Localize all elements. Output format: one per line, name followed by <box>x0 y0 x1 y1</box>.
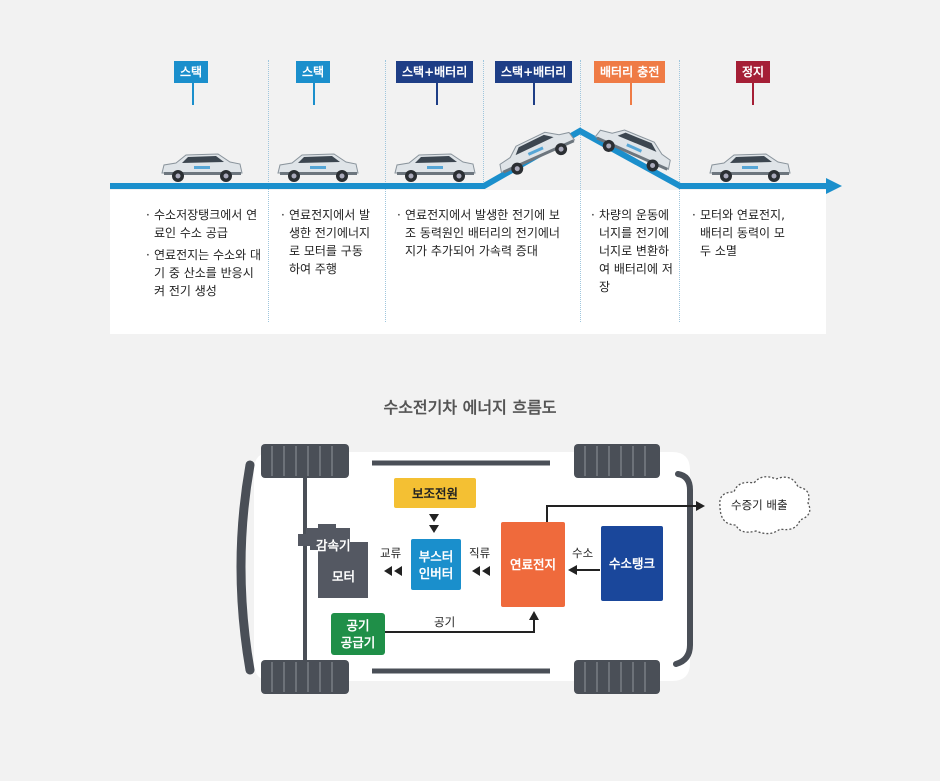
diagram-title: 수소전기차 에너지 흐름도 <box>383 398 557 417</box>
description-item: 연료전지에서 발생한 전기에너지로 모터를 구동하여 주행 <box>281 206 371 278</box>
stage-description: 연료전지에서 발생한 전기에너지로 모터를 구동하여 주행 <box>281 206 371 282</box>
stage-tag-stop: 정지 <box>736 61 771 83</box>
hydrogen-label: 수소 <box>572 546 594 560</box>
dc-label: 직류 <box>469 546 491 560</box>
hydrogen-tank-block: 수소탱크 <box>601 526 663 601</box>
column-divider <box>385 60 386 322</box>
stage-tag-stack-battery: 스택+배터리 <box>495 61 573 83</box>
tag-pointer <box>313 83 315 105</box>
description-item: 모터와 연료전지, 배터리 동력이 모두 소멸 <box>692 206 792 260</box>
air-label: 공기 <box>434 615 456 629</box>
stage-description: 모터와 연료전지, 배터리 동력이 모두 소멸 <box>692 206 792 264</box>
column-divider <box>679 60 680 322</box>
car-icon <box>594 129 671 172</box>
column-divider <box>483 60 484 182</box>
car-icon <box>499 131 576 175</box>
stage-description: 차량의 운동에너지를 전기에너지로 변환하여 배터리에 저장 <box>591 206 675 300</box>
exhaust-label: 수증기 배출 <box>731 498 788 512</box>
tag-pointer <box>752 83 754 105</box>
column-divider <box>268 60 269 322</box>
stage-tag-battery-charge: 배터리 충전 <box>594 61 666 83</box>
car-icon <box>161 153 243 182</box>
stage-tag-stack-battery: 스택+배터리 <box>396 61 474 83</box>
description-item: 연료전지는 수소와 대기 중 산소를 반응시켜 전기 생성 <box>146 246 262 300</box>
tag-pointer <box>436 83 438 105</box>
column-divider <box>580 60 581 322</box>
tag-pointer <box>192 83 194 105</box>
timeline-road <box>110 127 842 194</box>
stage-tag-stack: 스택 <box>174 61 209 83</box>
aux-power-block: 보조전원 <box>394 478 476 508</box>
car-icon <box>709 153 791 182</box>
description-item: 연료전지에서 발생한 전기에 보조 동력원인 배터리의 전기에너지가 추가되어 … <box>397 206 567 260</box>
car-icon <box>277 153 359 182</box>
ac-label: 교류 <box>380 546 402 560</box>
reducer-label: 감속기 <box>316 538 351 553</box>
motor-label: 모터 <box>332 569 356 584</box>
description-item: 차량의 운동에너지를 전기에너지로 변환하여 배터리에 저장 <box>591 206 675 296</box>
car-icon <box>394 153 476 182</box>
tag-pointer <box>533 83 535 105</box>
fuel-cell-block: 연료전지 <box>501 522 565 607</box>
stage-description: 수소저장탱크에서 연료인 수소 공급 연료전지는 수소와 대기 중 산소를 반응… <box>146 206 262 304</box>
stage-description: 연료전지에서 발생한 전기에 보조 동력원인 배터리의 전기에너지가 추가되어 … <box>397 206 567 264</box>
reducer-shape <box>298 524 368 598</box>
description-item: 수소저장탱크에서 연료인 수소 공급 <box>146 206 262 242</box>
stage-tag-stack: 스택 <box>296 61 331 83</box>
tag-pointer <box>630 83 632 105</box>
